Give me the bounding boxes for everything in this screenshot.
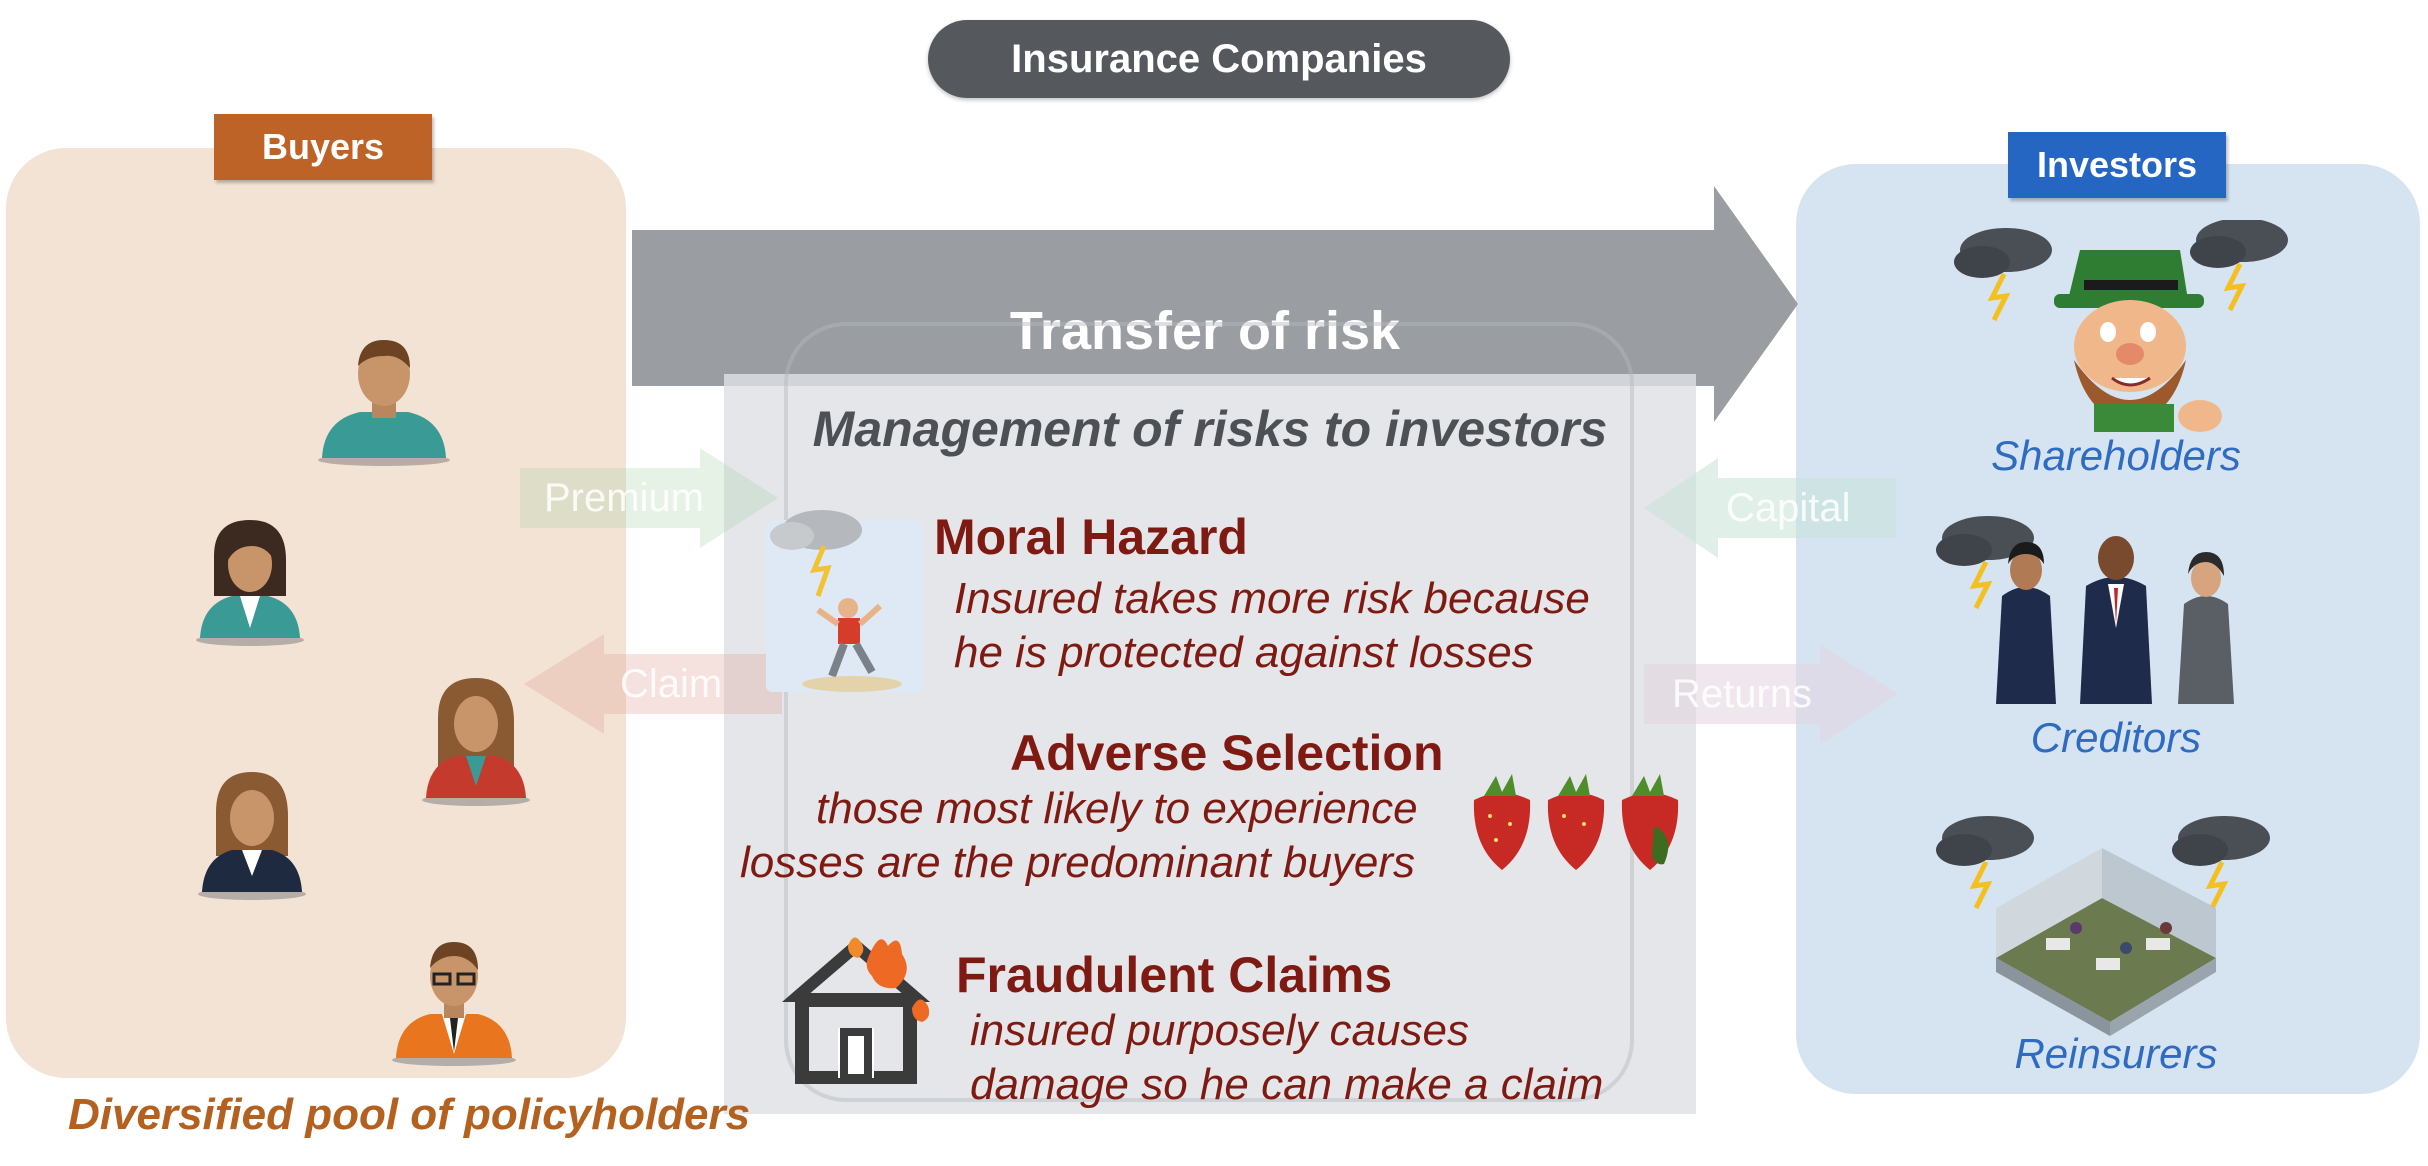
risk-management-box xyxy=(724,374,1696,1114)
transfer-of-risk-arrow xyxy=(632,186,1798,422)
investors-label: Investors xyxy=(2008,132,2226,198)
premium-label: Premium xyxy=(544,476,705,520)
shareholders-label: Shareholders xyxy=(1991,432,2241,479)
moral-hazard-icon xyxy=(766,510,924,692)
background-safe-outline xyxy=(784,322,1634,1102)
diversified-pool-caption: Diversified pool of policyholders xyxy=(68,1090,751,1139)
moral-hazard-title: Moral Hazard xyxy=(934,509,1248,565)
returns-label: Returns xyxy=(1672,672,1813,716)
businessman-figure xyxy=(2080,536,2152,704)
returns-arrow xyxy=(1644,644,1898,744)
fraudulent-claims-line2: damage so he can make a claim xyxy=(970,1060,1604,1109)
policyholder-woman-avatar-1 xyxy=(196,520,304,646)
reinsurers-icon xyxy=(1936,816,2270,1036)
adverse-selection-line1: those most likely to experience xyxy=(816,784,1418,833)
adverse-selection-title: Adverse Selection xyxy=(1010,725,1444,781)
fraudulent-claims-title: Fraudulent Claims xyxy=(956,947,1393,1003)
policyholder-man-avatar xyxy=(318,340,450,466)
adverse-selection-line2: losses are the predominant buyers xyxy=(740,838,1416,887)
creditors-icon xyxy=(1936,516,2234,704)
capital-label: Capital xyxy=(1726,486,1851,530)
burning-house-icon xyxy=(782,937,930,1084)
fraudulent-claims-line1: insured purposely causes xyxy=(970,1006,1469,1055)
buyers-label: Buyers xyxy=(214,114,432,180)
reinsurers-label: Reinsurers xyxy=(2014,1030,2218,1077)
shareholders-icon xyxy=(1954,220,2288,432)
creditors-label: Creditors xyxy=(2030,714,2202,761)
strawberries-icon xyxy=(1473,774,1679,870)
transfer-of-risk-label: Transfer of risk xyxy=(1009,301,1401,361)
claim-arrow xyxy=(524,634,782,734)
management-title: Management of risks to investors xyxy=(812,401,1608,457)
businesswoman-figure xyxy=(1996,542,2056,704)
policyholder-woman-avatar-2 xyxy=(422,678,530,806)
policyholder-woman-avatar-3 xyxy=(198,772,306,900)
policyholder-man-avatar-2 xyxy=(392,942,516,1066)
capital-arrow xyxy=(1644,458,1896,558)
premium-arrow xyxy=(520,448,778,548)
moral-hazard-line1: Insured takes more risk because xyxy=(954,574,1590,623)
buyers-panel xyxy=(6,148,626,1078)
claim-label: Claim xyxy=(620,662,723,706)
insurance-companies-title: Insurance Companies xyxy=(928,20,1510,98)
moral-hazard-line2: he is protected against losses xyxy=(954,628,1534,677)
storm-cloud-icon xyxy=(1954,228,2052,322)
businesswoman-figure-2 xyxy=(2178,552,2234,704)
